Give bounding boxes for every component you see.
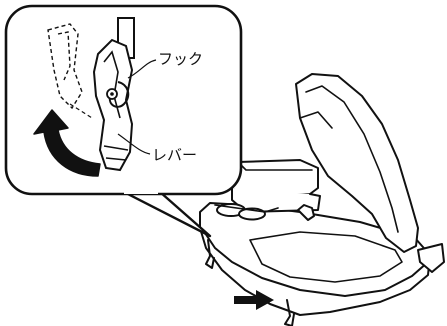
detail-callout: フック レバー: [6, 6, 241, 236]
callout-pointer: [120, 190, 210, 236]
hook-label: フック: [158, 50, 203, 68]
lever-label: レバー: [152, 146, 197, 164]
